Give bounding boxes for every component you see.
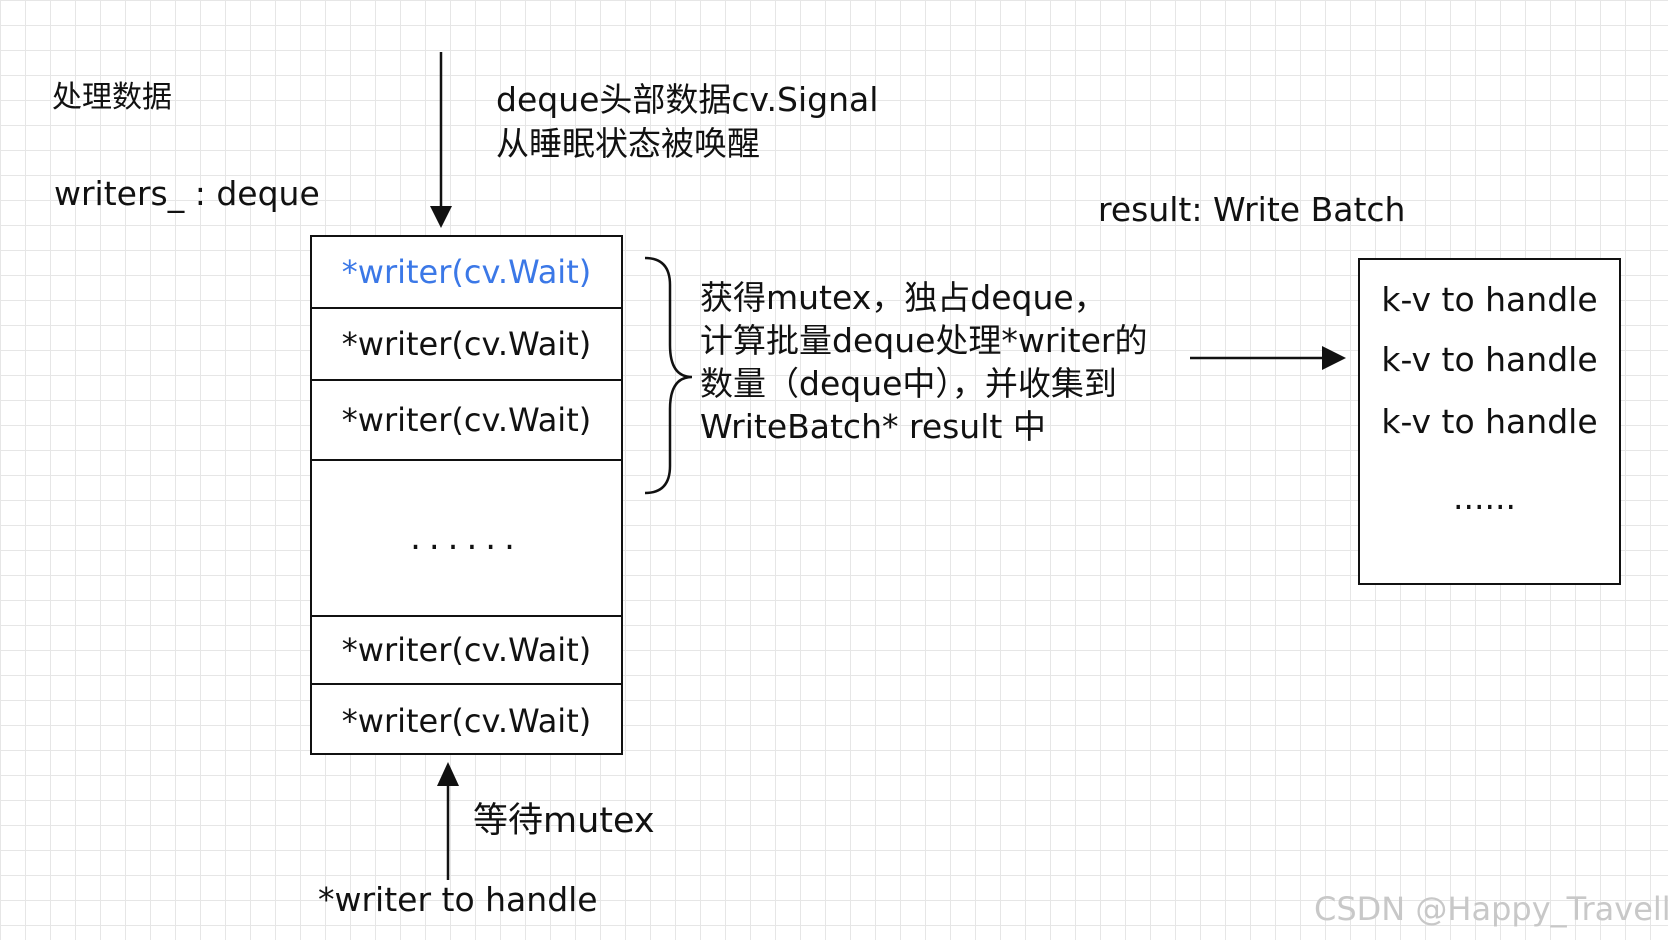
brace-note-line2: 计算批量deque处理*writer的 bbox=[700, 321, 1148, 360]
deque-row-ellipsis: ...... bbox=[312, 461, 621, 617]
writers-deque-box: *writer(cv.Wait) *writer(cv.Wait) *write… bbox=[310, 235, 623, 755]
writers-deque-label: writers_ : deque bbox=[54, 174, 320, 213]
batch-brace bbox=[644, 256, 693, 495]
signal-arrow-head bbox=[430, 206, 452, 228]
deque-row: *writer(cv.Wait) bbox=[312, 381, 621, 461]
kv-item: k-v to handle bbox=[1381, 340, 1598, 379]
result-title: result: Write Batch bbox=[1098, 190, 1406, 229]
collect-arrow-head bbox=[1322, 346, 1346, 370]
deque-row: *writer(cv.Wait) bbox=[312, 617, 621, 685]
signal-note-line1: deque头部数据cv.Signal bbox=[496, 80, 879, 119]
deque-row-head: *writer(cv.Wait) bbox=[312, 237, 621, 309]
brace-note-line1: 获得mutex，独占deque， bbox=[700, 278, 1107, 317]
kv-ellipsis: ...... bbox=[1453, 478, 1516, 517]
deque-row-tail: *writer(cv.Wait) bbox=[341, 702, 592, 740]
process-data-label: 处理数据 bbox=[52, 80, 172, 115]
kv-item: k-v to handle bbox=[1381, 402, 1598, 441]
kv-item: k-v to handle bbox=[1381, 280, 1598, 319]
write-batch-box: k-v to handle k-v to handle k-v to handl… bbox=[1358, 258, 1621, 585]
watermark: CSDN @Happy_Traveller bbox=[1314, 890, 1668, 928]
deque-row: *writer(cv.Wait) bbox=[312, 309, 621, 381]
brace-note-line3: 数量（deque中），并收集到 bbox=[700, 364, 1117, 403]
wait-mutex-label: 等待mutex bbox=[473, 801, 655, 841]
enqueue-arrow-head bbox=[437, 762, 459, 786]
writer-to-handle-label: *writer to handle bbox=[318, 880, 598, 919]
brace-note-line4: WriteBatch* result 中 bbox=[700, 407, 1046, 446]
signal-note-line2: 从睡眠状态被唤醒 bbox=[496, 124, 760, 163]
